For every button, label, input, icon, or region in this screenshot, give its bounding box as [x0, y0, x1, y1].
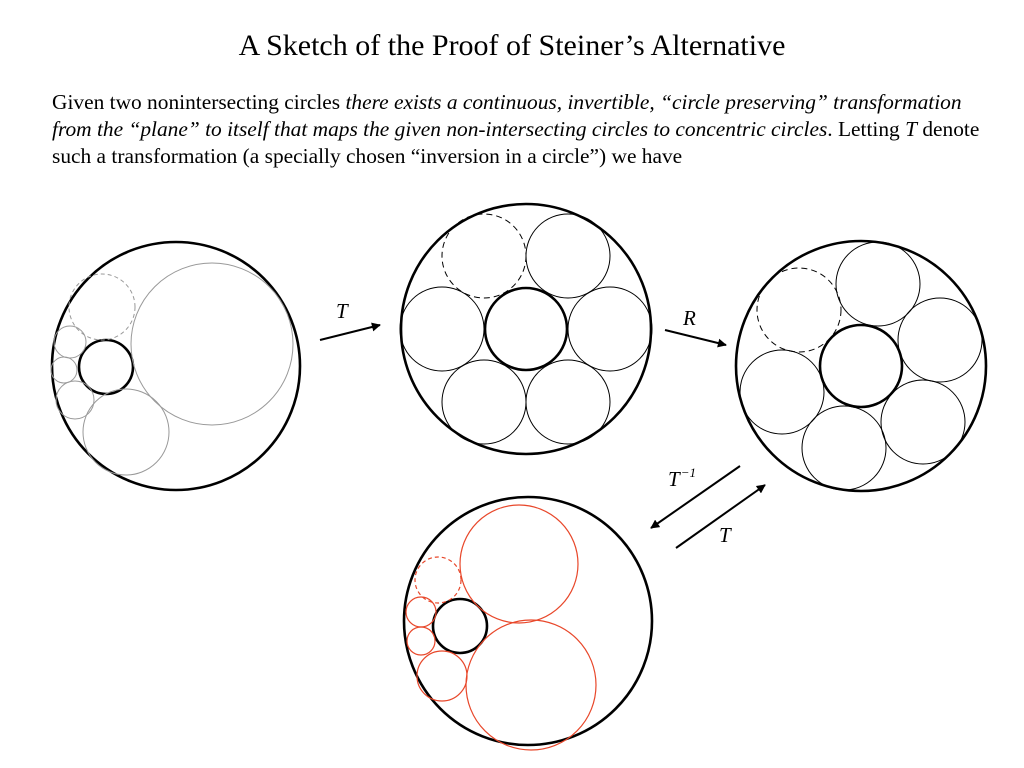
arrow-rotation-R: R — [664, 306, 727, 348]
arrow-T-inverse-base: T — [668, 467, 681, 491]
arrow-T-label: T — [336, 299, 349, 323]
p4-chain-circle — [405, 596, 437, 628]
p2-chain-circle-dashed — [441, 213, 527, 299]
p4-chain-circle — [459, 504, 579, 624]
arrow-R-line — [664, 329, 727, 348]
panel-result-chain — [402, 495, 654, 751]
p2-chain-circle — [525, 213, 611, 299]
panel-concentric-chain — [399, 202, 653, 456]
intro-paragraph: Given two nonintersecting circles there … — [52, 89, 1002, 170]
p4-inner-circle — [431, 597, 489, 655]
arrow-T-line — [319, 322, 381, 341]
p3-chain-circle — [897, 297, 983, 383]
p3-inner-circle — [818, 323, 904, 409]
p1-chain-circle — [82, 388, 170, 476]
arrows-inverse-pair: T−1 T — [650, 465, 766, 549]
arrow-R-label: R — [682, 306, 696, 330]
p1-outer-circle — [50, 240, 302, 492]
p2-chain-circle — [567, 286, 653, 372]
p2-chain-circle — [525, 359, 611, 445]
p3-chain-circle — [739, 349, 825, 435]
p3-chain-circle — [880, 379, 966, 465]
arrow-T-inverse-sup: −1 — [681, 465, 696, 480]
para-text-2: . Letting — [827, 117, 906, 141]
p2-outer-circle — [399, 202, 653, 456]
p4-chain-circle — [465, 619, 597, 751]
p2-chain-circle — [441, 359, 527, 445]
p2-chain-circle — [399, 286, 485, 372]
p1-chain-circle — [53, 325, 87, 359]
p3-outer-circle — [734, 239, 988, 493]
arrow-transform-T: T — [319, 299, 381, 341]
p1-chain-circle — [55, 380, 95, 420]
panel-rotated-chain — [734, 239, 988, 493]
p4-chain-circle — [416, 650, 468, 702]
para-italic-claim: there exists a continuous, invertible, “… — [52, 90, 962, 141]
p4-chain-circle-dashed — [414, 556, 462, 604]
panel-original-chain — [50, 240, 302, 492]
p3-chain-circle — [801, 405, 887, 491]
p3-chain-circle — [835, 241, 921, 327]
p1-chain-circle — [50, 356, 78, 384]
p2-inner-circle — [483, 286, 569, 372]
p1-chain-circle — [130, 262, 294, 426]
arrow-T-inverse-line — [650, 465, 741, 529]
arrow-T-forward-label: T — [719, 523, 732, 547]
para-text-3: denote such a transformation (a speciall… — [52, 117, 980, 168]
p4-outer-circle — [402, 495, 654, 747]
arrow-T-inverse-label: T−1 — [668, 465, 696, 491]
p1-chain-circle-dashed — [68, 273, 136, 341]
slide-title: A Sketch of the Proof of Steiner’s Alter… — [238, 29, 786, 62]
para-text-1: Given two nonintersecting circles — [52, 90, 346, 114]
p3-chain-circle-dashed — [756, 267, 842, 353]
arrow-T-forward-line — [675, 484, 766, 549]
para-italic-T: T — [905, 117, 917, 141]
p4-chain-circle — [406, 626, 436, 656]
